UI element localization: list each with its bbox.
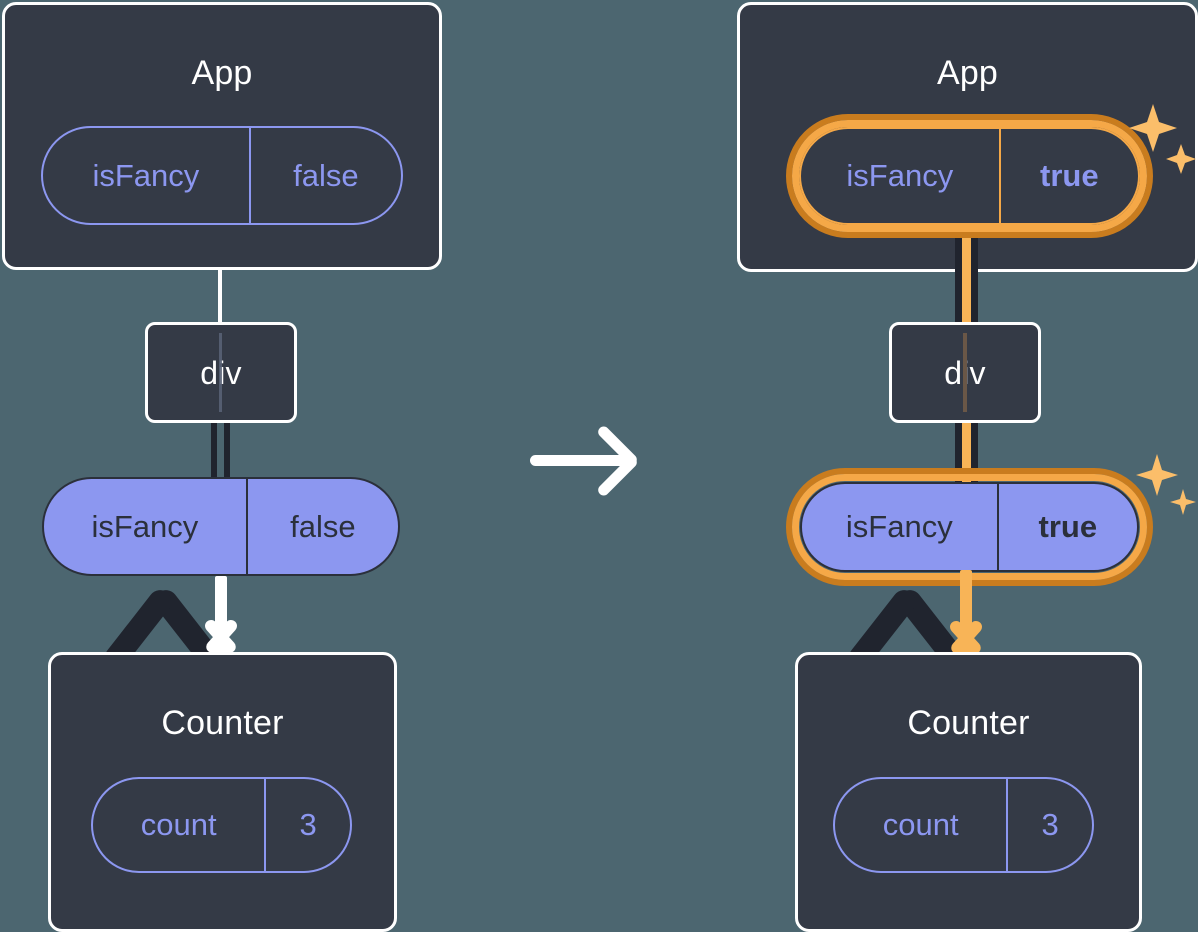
wire-through-div-after xyxy=(963,333,967,412)
counter-state-pill-value-after: 3 xyxy=(1006,779,1092,871)
prop-pill-after: isFancy true xyxy=(800,482,1139,572)
counter-box-title-after: Counter xyxy=(907,704,1030,742)
sparkle-icon-app-after xyxy=(1129,104,1196,174)
app-box-title-before: App xyxy=(191,54,253,92)
transition-arrow-right-icon xyxy=(530,424,650,500)
prop-pill-key-after: isFancy xyxy=(845,509,953,544)
wire-div-to-prop-after-right xyxy=(971,423,978,483)
counter-state-pill-after: count 3 xyxy=(833,777,1094,873)
app-state-pill-key-after: isFancy xyxy=(846,158,954,193)
counter-state-pill-before: count 3 xyxy=(91,777,352,873)
counter-state-pill-key-before: count xyxy=(140,807,217,842)
wire-div-to-prop-after-left xyxy=(955,423,962,483)
highlight-ring-inner-app-after xyxy=(792,120,1147,232)
prop-pill-value-before: false xyxy=(245,479,398,574)
wire-div-to-prop-before-2 xyxy=(224,423,230,479)
counter-box-title-before: Counter xyxy=(161,704,284,742)
wire-app-to-div-before xyxy=(218,268,222,326)
app-box-title-after: App xyxy=(936,54,999,92)
app-state-pill-value-after: true xyxy=(998,129,1138,223)
app-state-pill-after: isFancy true xyxy=(799,127,1140,225)
wire-app-to-div-after-right xyxy=(971,225,978,330)
wire-app-to-div-after-left xyxy=(955,225,962,330)
sparkle-icon-prop-after xyxy=(1136,454,1196,515)
app-state-pill-value-before: false xyxy=(248,128,401,223)
prop-pill-before: isFancy false xyxy=(42,477,400,576)
app-state-pill-key-before: isFancy xyxy=(92,157,200,193)
highlight-ring-outer-app-after xyxy=(786,114,1153,238)
wire-through-div-before xyxy=(219,333,222,412)
prop-pill-value-after: true xyxy=(996,484,1137,570)
wire-div-to-prop-after-core xyxy=(962,423,971,483)
counter-state-pill-key-after: count xyxy=(882,807,959,842)
prop-pill-key-before: isFancy xyxy=(91,508,199,544)
counter-state-pill-value-before: 3 xyxy=(264,779,350,871)
transition-arrow-shaft xyxy=(530,455,636,466)
app-state-pill-before: isFancy false xyxy=(41,126,403,225)
wire-div-to-prop-before xyxy=(211,423,217,479)
wire-app-to-div-after-core xyxy=(962,225,971,330)
